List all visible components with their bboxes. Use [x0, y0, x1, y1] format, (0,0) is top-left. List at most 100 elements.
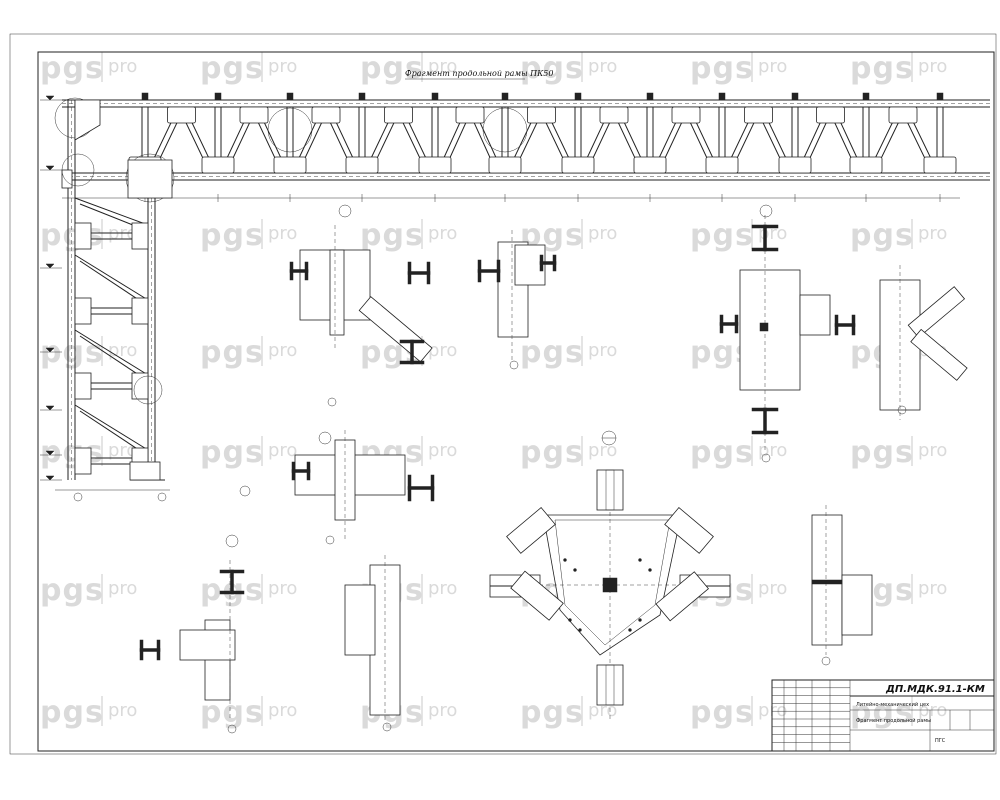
axis-bubble [73, 492, 83, 502]
bolt-hole [568, 618, 572, 622]
gusset-plate [599, 106, 629, 124]
section-callout [318, 431, 332, 445]
watermark-sub: pro [108, 700, 137, 721]
watermark-sub: pro [428, 440, 457, 461]
section-plate [179, 629, 236, 661]
gusset-plate [816, 106, 845, 124]
i-beam-section [289, 261, 309, 281]
gusset-plate [418, 156, 452, 174]
title-block: ДП.МДК.91.1-КМ Литейно-механический цех … [771, 679, 995, 752]
elevation-triangle [45, 165, 55, 171]
node-marker [358, 92, 366, 101]
watermark-brand: pgs [690, 435, 754, 470]
elevation-triangle [45, 95, 55, 101]
watermark-sub: pro [918, 223, 947, 244]
watermark-brand: pgs [690, 695, 754, 730]
watermark-brand: pgs [40, 218, 104, 253]
node-marker [214, 92, 222, 101]
watermark-brand: pgs [200, 335, 264, 370]
watermark-brand: pgs [200, 435, 264, 470]
i-beam-section [399, 339, 425, 365]
bolt-hole [648, 568, 652, 572]
i-beam-section [219, 569, 245, 595]
watermark-sub: pro [588, 56, 617, 77]
watermark-sub: pro [428, 700, 457, 721]
watermark-sub: pro [108, 440, 137, 461]
watermark-brand: pgs [200, 218, 264, 253]
gusset-plate [201, 156, 235, 174]
watermark-sub: pro [918, 578, 947, 599]
watermark-brand: pgs [850, 435, 914, 470]
i-beam-section [719, 314, 739, 334]
elevation-triangle [45, 263, 55, 269]
axis-bubble [227, 724, 237, 734]
watermark-sub: pro [268, 223, 297, 244]
diagonal-plate [910, 328, 968, 381]
watermark-sub: pro [758, 440, 787, 461]
gusset-plate [345, 156, 379, 174]
diagonal-member [907, 286, 966, 339]
column-diagonal [74, 329, 149, 376]
gusset-plate [167, 106, 196, 124]
sheet-border [37, 51, 995, 752]
watermark-brand: pgs [850, 695, 914, 730]
gusset-plate [239, 106, 269, 124]
bolt-hole [638, 558, 642, 562]
watermark-brand: pgs [690, 218, 754, 253]
detail-callout-circle [482, 107, 528, 153]
elevation-triangle [45, 405, 55, 411]
bolt-hole [578, 628, 582, 632]
watermark-sub: pro [758, 578, 787, 599]
section-plate [799, 294, 831, 336]
axis-bubble [761, 453, 771, 463]
stiffener [811, 579, 843, 585]
gusset-plate [311, 106, 341, 124]
watermark-sub: pro [268, 340, 297, 361]
i-beam-section [834, 314, 856, 336]
gusset-plate [74, 447, 92, 475]
sheet-code: ДП.МДК.91.1-КМ [885, 684, 985, 695]
gusset-plate [671, 106, 701, 124]
watermark-brand: pgs [520, 695, 584, 730]
watermark-brand: pgs [520, 335, 584, 370]
diagonal-member [358, 296, 433, 363]
watermark-sub: pro [268, 440, 297, 461]
node-marker [286, 92, 294, 101]
watermark-sub: pro [918, 440, 947, 461]
diagonal-plate [358, 296, 433, 363]
watermark-brand: pgs [40, 573, 104, 608]
gusset-plate [131, 222, 149, 250]
i-beam-section [291, 461, 311, 481]
gusset-plate [744, 106, 773, 124]
elevation-triangle [45, 450, 55, 456]
vertical-truss [55, 99, 173, 491]
horizontal-truss [54, 92, 990, 203]
section-callout [225, 534, 239, 548]
section-callout [338, 204, 352, 218]
node-marker [431, 92, 439, 101]
i-beam-section [477, 259, 501, 283]
section-callout [759, 204, 773, 218]
elevation-triangle [45, 347, 55, 353]
i-beam-section [407, 474, 435, 502]
watermark-sub: pro [428, 56, 457, 77]
watermark-brand: pgs [200, 51, 264, 86]
watermark-sub: pro [428, 340, 457, 361]
watermark-sub: pro [588, 440, 617, 461]
gusset-plate [778, 156, 812, 174]
gusset-plate [131, 297, 149, 325]
elevation-triangle [45, 475, 55, 481]
node-marker [501, 92, 509, 101]
gusset-plate [131, 372, 149, 400]
main-drawing-title: Фрагмент продольной рамы ПК50 [405, 69, 553, 78]
axis-bubble [897, 405, 907, 415]
detail-callout-circle [133, 375, 163, 405]
bolt-hole [638, 618, 642, 622]
section-plate [497, 241, 529, 338]
column-diagonal [74, 404, 149, 451]
gusset-plate [888, 106, 918, 124]
watermark-sub: pro [428, 223, 457, 244]
watermark-sub: pro [428, 578, 457, 599]
watermark-sub: pro [268, 700, 297, 721]
